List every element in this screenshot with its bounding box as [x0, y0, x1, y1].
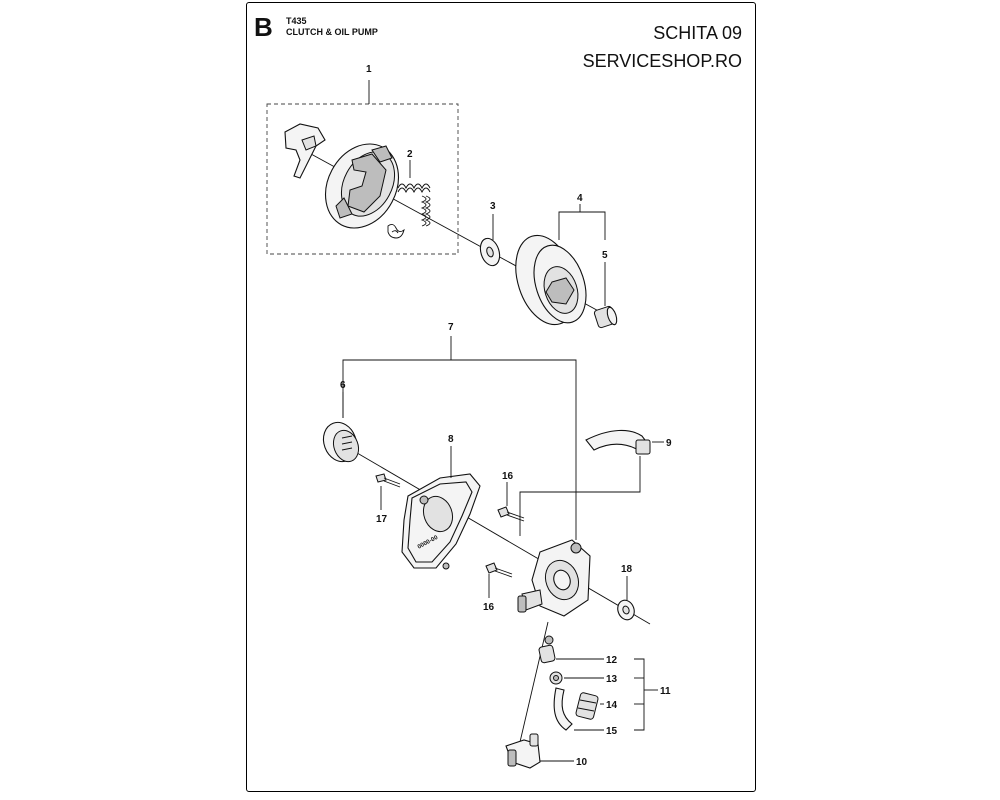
callout-13: 13 — [606, 674, 618, 685]
callout-1: 1 — [366, 64, 372, 75]
section-letter: B — [254, 12, 273, 42]
callout-12: 12 — [606, 655, 618, 666]
oil-pipe-9 — [585, 429, 651, 455]
site-label: SERVICESHOP.RO — [582, 51, 742, 71]
callout-4: 4 — [577, 193, 583, 204]
callout-14: 14 — [606, 700, 618, 711]
clutch-body — [325, 143, 399, 229]
diagram-title: CLUTCH & OIL PUMP — [286, 27, 378, 37]
valve-14 — [575, 692, 599, 720]
fitting-10 — [505, 733, 541, 769]
callout-8: 8 — [448, 434, 454, 445]
oil-filter-13 — [549, 671, 563, 685]
spur-cover — [322, 421, 360, 463]
screw-16-lower — [485, 562, 513, 578]
leader-7-bracket — [342, 359, 577, 540]
callout-6: 6 — [340, 380, 346, 391]
oil-hose-line — [519, 621, 549, 743]
oil-hose-15 — [553, 687, 573, 731]
leader-4-bracket — [558, 211, 606, 240]
callout-15: 15 — [606, 726, 618, 737]
callout-10: 10 — [576, 757, 588, 768]
washer-3 — [479, 237, 501, 267]
clutch-spring-lower — [420, 195, 431, 227]
callout-16-lower: 16 — [483, 602, 495, 613]
washer-18 — [617, 599, 635, 621]
callout-18: 18 — [621, 564, 633, 575]
clutch-shoe — [284, 123, 326, 179]
callout-16-upper: 16 — [502, 471, 514, 482]
clutch-drum — [515, 234, 587, 326]
callout-17: 17 — [376, 514, 388, 525]
clutch-assembly-box — [266, 103, 459, 255]
clutch-spring-small — [387, 223, 405, 239]
screw-16-upper — [497, 506, 525, 522]
callout-11: 11 — [660, 686, 671, 697]
clutch-spring-upper — [397, 183, 431, 194]
callout-3: 3 — [490, 201, 496, 212]
page-frame — [246, 2, 756, 792]
needle-bearing — [593, 305, 618, 329]
oil-pump — [517, 539, 591, 617]
schema-label: SCHITA 09 — [653, 23, 742, 43]
callout-9: 9 — [666, 438, 672, 449]
guide-plate: 0000-00 — [401, 473, 481, 570]
model-number: T435 — [286, 16, 307, 26]
callout-5: 5 — [602, 250, 608, 261]
pump-axis-line — [351, 449, 651, 625]
pipe-routing-line — [519, 456, 641, 536]
hose-fitting-12 — [538, 635, 556, 664]
callout-7: 7 — [448, 322, 454, 333]
callout-2: 2 — [407, 149, 413, 160]
screw-17 — [375, 473, 401, 488]
leader-11-bracket — [634, 658, 645, 731]
